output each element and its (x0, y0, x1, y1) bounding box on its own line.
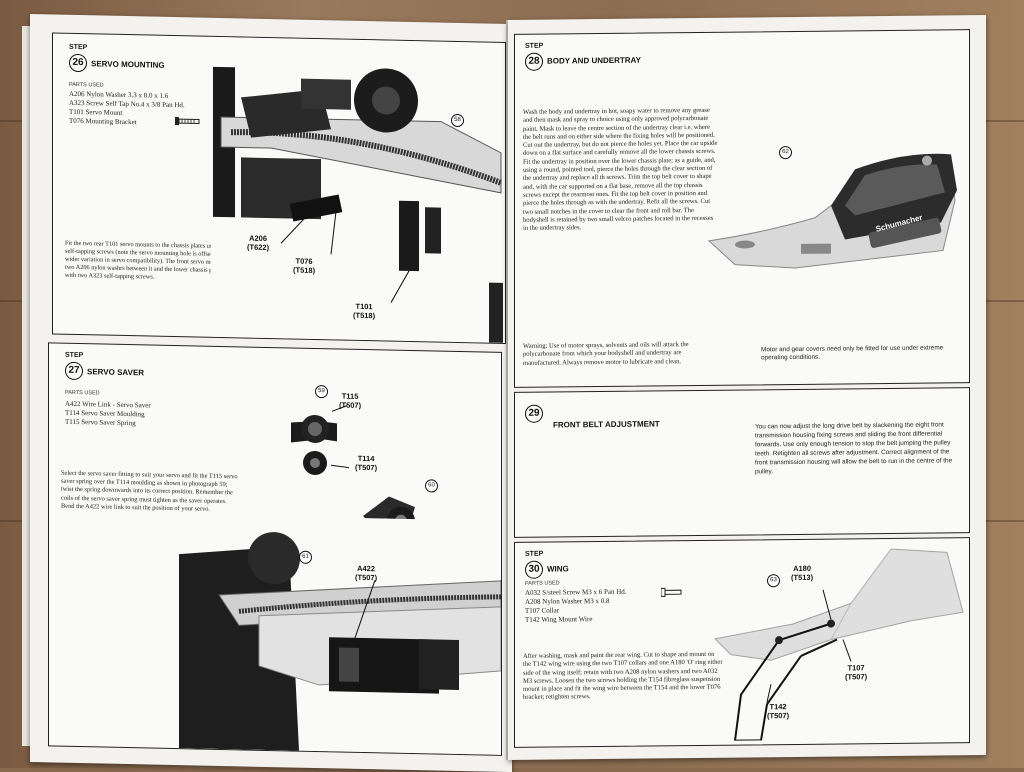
step-text: You can now adjust the long drive belt b… (755, 421, 953, 476)
step-number: 28 (525, 52, 543, 71)
step-text: After washing, mask and paint the rear w… (523, 650, 723, 702)
step-number: 30 (525, 560, 543, 579)
servo-saver-photo-59 (291, 405, 350, 475)
callout-t142: T142(T507) (767, 702, 790, 721)
step-text: Wash the body and undertray in hot, soap… (523, 106, 718, 232)
chassis-photo (211, 36, 505, 343)
photo-number-60: 60 (425, 479, 438, 493)
callout-t114: T114(T507) (355, 453, 378, 473)
step-27-panel: STEP 27 SERVO SAVER PARTS USED A422 Wire… (48, 342, 502, 756)
step-title: FRONT BELT ADJUSTMENT (553, 419, 660, 430)
step-label: STEP (65, 351, 84, 360)
rear-wing-photo (713, 548, 964, 741)
parts-list: A032 S/steel Screw M3 x 6 Pan Hd. A208 N… (525, 588, 627, 625)
step-26-panel: STEP 26 SERVO MOUNTING PARTS USED A206 N… (52, 32, 506, 344)
bodyshell-photo (707, 153, 957, 269)
callout-a206: A206(T622) (247, 233, 270, 253)
callout-a180: A180(T513) (791, 563, 814, 583)
step-title: SERVO SAVER (87, 367, 145, 378)
step-text: Select the servo saver fitting to suit y… (61, 469, 238, 513)
parts-heading: PARTS USED (525, 580, 560, 587)
step-label: STEP (69, 43, 88, 52)
step-title: BODY AND UNDERTRAY (547, 55, 641, 66)
screw-icon (175, 117, 200, 126)
part-item: T115 Servo Saver Spring (65, 417, 136, 428)
chassis-servo-photo-61 (179, 514, 501, 755)
callout-t101: T101(T518) (353, 301, 376, 321)
photo-number-61: 61 (299, 550, 312, 564)
part-item: T076 Mounting Bracket (69, 116, 137, 127)
left-page: STEP 26 SERVO MOUNTING PARTS USED A206 N… (30, 14, 512, 772)
step-28-panel: STEP 28 BODY AND UNDERTRAY Wash the body… (514, 29, 970, 388)
step-number: 29 (525, 404, 543, 423)
callout-a422: A422(T507) (355, 563, 378, 583)
photo-number: 58 (451, 113, 464, 128)
cover-note: Motor and gear covers need only be fitte… (761, 344, 944, 362)
parts-list: A206 Nylon Washer 3.3 x 8.0 x 1.6 A323 S… (69, 90, 185, 128)
warning-text: Warning: Use of motor sprays, solvents a… (523, 341, 689, 367)
step-number: 26 (69, 53, 87, 73)
callout-t115: T115(T507) (339, 391, 362, 410)
step-title: WING (547, 564, 569, 574)
callout-t107: T107(T507) (845, 663, 868, 682)
parts-heading: PARTS USED (65, 389, 100, 397)
parts-heading: PARTS USED (69, 81, 104, 89)
right-page: STEP 28 BODY AND UNDERTRAY Wash the body… (508, 14, 986, 761)
screw-icon (661, 587, 682, 597)
step-29-panel: 29 FRONT BELT ADJUSTMENT You can now adj… (514, 387, 970, 538)
step-label: STEP (525, 550, 544, 558)
step-title: SERVO MOUNTING (91, 59, 165, 70)
step-label: STEP (525, 42, 544, 50)
step-30-panel: STEP 30 WING PARTS USED A032 S/steel Scr… (514, 537, 970, 748)
parts-list: A422 Wire Link - Servo Saver T114 Servo … (65, 400, 151, 429)
part-item: T142 Wing Mount Wire (525, 615, 593, 624)
callout-t076: T076(T518) (293, 256, 316, 275)
step-number: 27 (65, 361, 83, 381)
photo-number-59: 59 (315, 384, 328, 399)
